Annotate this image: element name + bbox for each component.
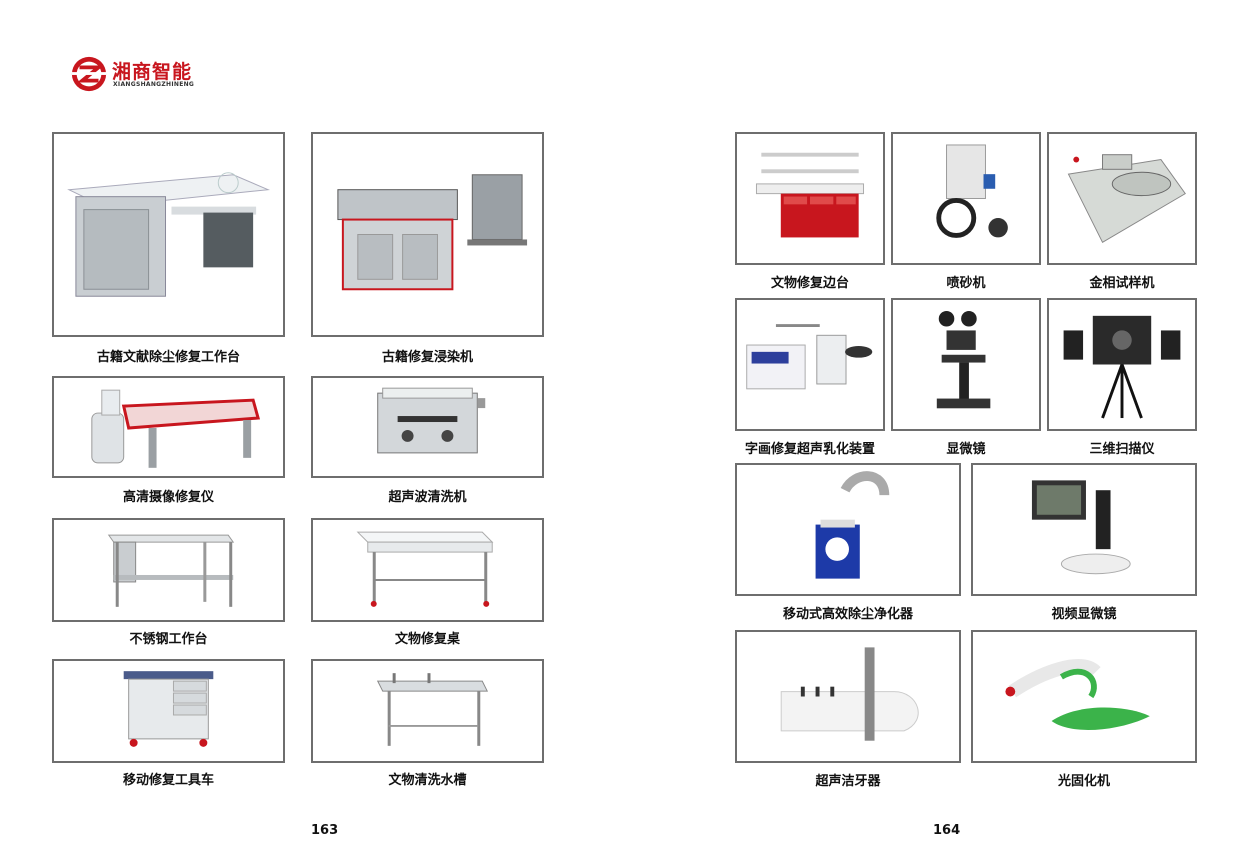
workbench-icon: [52, 132, 285, 337]
product-label: 文物清洗水槽: [388, 773, 467, 788]
product-label: 喷砂机: [946, 276, 986, 291]
product-card-ultrasonic-emulsifier: 字画修复超声乳化装置: [735, 298, 885, 458]
product-label: 光固化机: [1057, 774, 1110, 789]
sink-icon: [311, 659, 544, 763]
product-card-sandblaster: 喷砂机: [891, 132, 1041, 292]
product-label: 显微镜: [946, 442, 986, 457]
ultrasonic-emulsifier-icon: [735, 298, 885, 431]
ultrasonic-scaler-icon: [735, 630, 961, 763]
product-card-dyeing-machine: 古籍修复浸染机: [311, 132, 544, 365]
metallographic-machine-icon: [1047, 132, 1197, 265]
3d-scanner-icon: [1047, 298, 1197, 431]
product-card-ultrasonic-cleaner: 超声波清洗机: [311, 376, 544, 505]
product-label: 金相试样机: [1089, 276, 1155, 291]
dyeing-machine-icon: [311, 132, 544, 337]
brand-name: 湘商智能: [112, 61, 193, 83]
repair-desk-icon: [311, 518, 544, 622]
brand-logo: 湘商智能 XIANGSHANGZHINENG: [70, 53, 210, 95]
product-card-side-bench: 文物修复边台: [735, 132, 885, 292]
light-curing-icon: [971, 630, 1197, 763]
product-label: 古籍文献除尘修复工作台: [96, 350, 240, 365]
product-label: 文物修复桌: [394, 632, 460, 647]
product-card-3d-scanner: 三维扫描仪: [1047, 298, 1197, 458]
product-label: 古籍修复浸染机: [381, 350, 473, 365]
product-card-repair-desk: 文物修复桌: [311, 518, 544, 647]
camera-repair-icon: [52, 376, 285, 478]
dust-purifier-icon: [735, 463, 961, 596]
tool-cart-icon: [52, 659, 285, 763]
side-bench-icon: [735, 132, 885, 265]
product-card-tool-cart: 移动修复工具车: [52, 659, 285, 788]
product-label: 高清摄像修复仪: [122, 490, 214, 505]
product-card-dust-purifier: 移动式高效除尘净化器: [735, 463, 961, 623]
product-label: 三维扫描仪: [1089, 442, 1155, 457]
product-label: 文物修复边台: [770, 276, 849, 291]
product-label: 超声波清洗机: [388, 490, 467, 505]
product-label: 移动修复工具车: [122, 773, 214, 788]
product-card-video-microscope: 视频显微镜: [971, 463, 1197, 623]
product-card-steel-table: 不锈钢工作台: [52, 518, 285, 647]
product-card-camera-repair: 高清摄像修复仪: [52, 376, 285, 505]
product-label: 字画修复超声乳化装置: [744, 442, 875, 457]
video-microscope-icon: [971, 463, 1197, 596]
microscope-icon: [891, 298, 1041, 431]
product-card-sink: 文物清洗水槽: [311, 659, 544, 788]
product-label: 超声洁牙器: [815, 774, 881, 789]
brand-logo-icon: [71, 56, 107, 92]
product-label: 不锈钢工作台: [129, 632, 208, 647]
product-card-microscope: 显微镜: [891, 298, 1041, 458]
ultrasonic-cleaner-icon: [311, 376, 544, 478]
steel-table-icon: [52, 518, 285, 622]
sandblaster-icon: [891, 132, 1041, 265]
product-label: 移动式高效除尘净化器: [782, 607, 913, 622]
product-card-ultrasonic-scaler: 超声洁牙器: [735, 630, 961, 790]
page-number-left: 163: [311, 823, 339, 838]
product-card-metallographic: 金相试样机: [1047, 132, 1197, 292]
product-label: 视频显微镜: [1051, 607, 1117, 622]
product-card-dust-workbench: 古籍文献除尘修复工作台: [52, 132, 285, 365]
brand-pinyin: XIANGSHANGZHINENG: [113, 81, 195, 88]
product-card-light-curing: 光固化机: [971, 630, 1197, 790]
page-number-right: 164: [933, 823, 961, 838]
